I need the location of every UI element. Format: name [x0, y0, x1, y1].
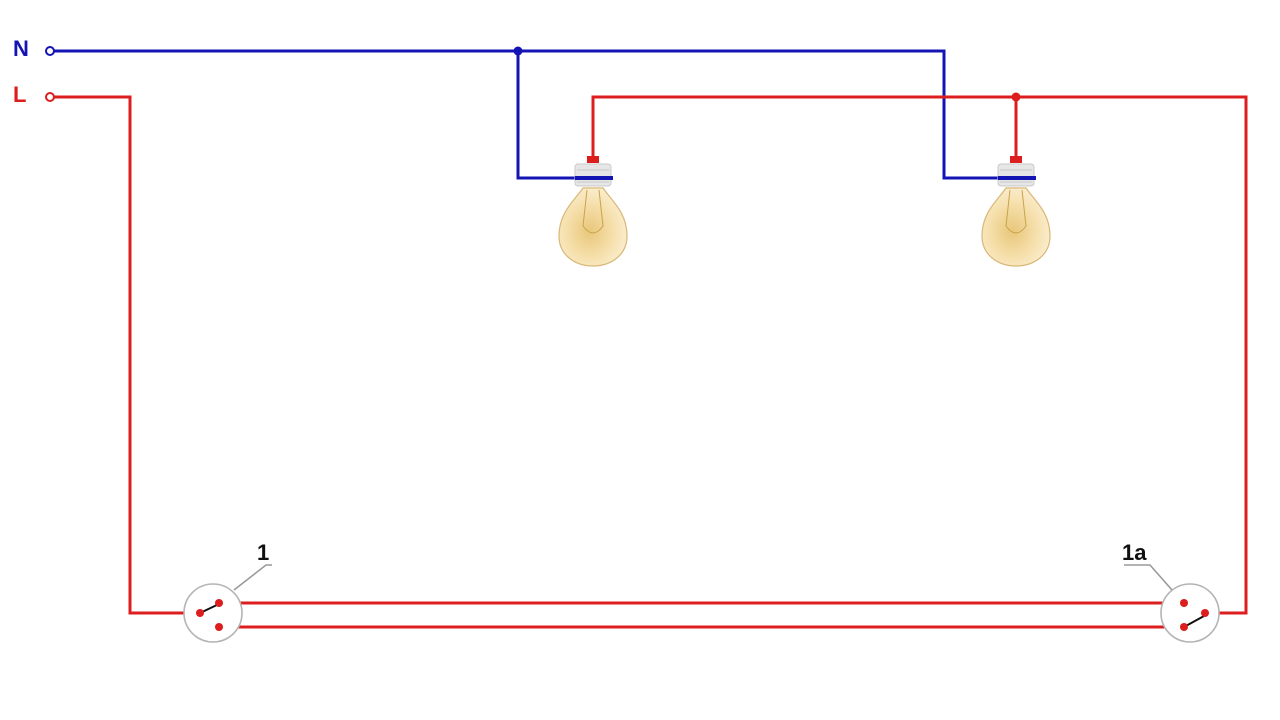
- switch-1a-label: 1a: [1122, 540, 1147, 565]
- live-junction-dot: [1011, 92, 1021, 102]
- live-terminal: [45, 92, 55, 102]
- neutral-terminal: [45, 46, 55, 56]
- live-wiring: [54, 95, 1248, 629]
- lamp-2-icon: [981, 156, 1051, 267]
- switch-1-label: 1: [257, 540, 269, 565]
- lamp-1-icon: [558, 156, 628, 267]
- live-terminal-label: L: [13, 82, 26, 107]
- neutral-terminal-label: N: [13, 36, 29, 61]
- switch-1a-icon: [1124, 564, 1220, 643]
- switch-1-icon: [183, 564, 272, 643]
- neutral-junction-dot: [513, 46, 523, 56]
- neutral-wiring: [54, 49, 1000, 180]
